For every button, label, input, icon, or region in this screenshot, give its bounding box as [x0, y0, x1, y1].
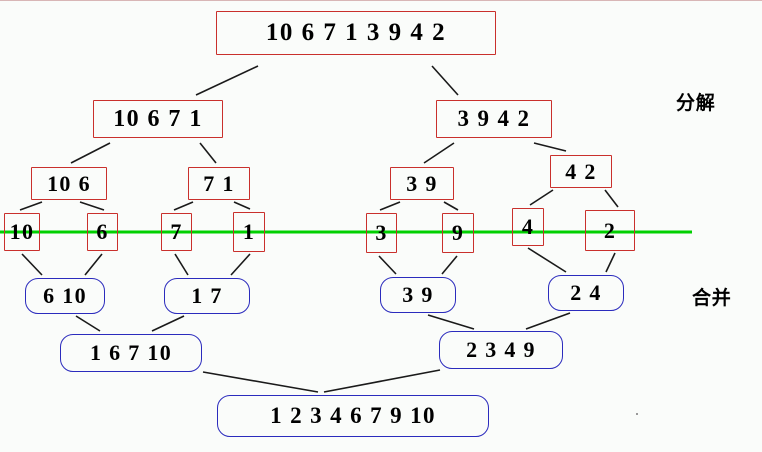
- connector-line: [527, 247, 567, 273]
- merge-node-m3-text: 3 9: [402, 282, 434, 307]
- merge-node-m1: 6 10: [25, 278, 105, 314]
- connector-line: [233, 201, 251, 210]
- phase-label-merge: 合并: [692, 287, 732, 309]
- connector-line: [423, 142, 455, 164]
- split-node-s14-text: 2: [603, 217, 617, 243]
- connector-line: [84, 253, 103, 276]
- stray-dot-artifact: [636, 413, 638, 415]
- connector-line: [70, 142, 111, 164]
- connector-line: [174, 253, 189, 276]
- split-node-s4-text: 7 1: [203, 170, 235, 196]
- split-node-s2: 3 9 4 2: [436, 100, 552, 138]
- connector-line: [529, 189, 554, 206]
- split-node-s10: 1: [233, 212, 265, 252]
- connector-line: [79, 201, 105, 211]
- connector-line: [378, 255, 397, 275]
- merge-node-m4: 2 4: [548, 275, 624, 311]
- merge-node-m6-text: 2 3 4 9: [466, 337, 536, 362]
- connector-line: [323, 369, 441, 393]
- merge-node-m2-text: 1 7: [191, 283, 223, 308]
- split-node-s8-text: 6: [96, 219, 109, 244]
- merge-node-m7-text: 1 2 3 4 6 7 9 10: [270, 403, 436, 428]
- connector-line: [173, 201, 194, 211]
- connector-line: [379, 201, 401, 211]
- split-node-s8: 6: [87, 213, 118, 251]
- split-node-s14: 2: [585, 210, 635, 251]
- merge-node-m7: 1 2 3 4 6 7 9 10: [217, 395, 489, 437]
- connector-line: [605, 252, 616, 273]
- merge-node-m5: 1 6 7 10: [60, 334, 202, 372]
- split-node-s9-text: 7: [170, 219, 183, 244]
- split-node-s0-text: 10 6 7 1 3 9 4 2: [265, 19, 447, 46]
- connector-line: [75, 315, 101, 332]
- split-node-s7-text: 10: [9, 219, 35, 244]
- connector-line: [21, 253, 43, 276]
- connector-line: [431, 65, 459, 96]
- merge-node-m1-text: 6 10: [43, 283, 87, 308]
- split-node-s10-text: 1: [242, 219, 256, 244]
- split-node-s5: 3 9: [390, 167, 454, 200]
- split-node-s3-text: 10 6: [47, 170, 91, 196]
- split-node-s7: 10: [4, 213, 40, 251]
- connector-line: [443, 201, 459, 211]
- split-node-s12-text: 9: [451, 220, 465, 245]
- connector-line: [533, 142, 567, 152]
- merge-node-m3: 3 9: [380, 277, 456, 313]
- connector-line: [151, 315, 185, 332]
- split-node-s11-text: 3: [375, 220, 388, 245]
- top-border-artifact: [0, 0, 762, 1]
- merge-node-m6: 2 3 4 9: [439, 331, 563, 369]
- split-node-s6-text: 4 2: [565, 158, 597, 184]
- split-node-s12: 9: [442, 213, 474, 253]
- split-node-s11: 3: [366, 213, 397, 253]
- connector-line: [202, 371, 319, 393]
- split-node-s1-text: 10 6 7 1: [113, 105, 203, 132]
- split-node-s3: 10 6: [31, 167, 107, 200]
- split-node-s13: 4: [512, 208, 544, 246]
- connector-line: [199, 142, 217, 164]
- phase-label-decompose: 分解: [676, 92, 716, 114]
- split-node-s1: 10 6 7 1: [93, 100, 223, 138]
- split-node-s6: 4 2: [550, 155, 612, 188]
- split-node-s5-text: 3 9: [406, 170, 438, 196]
- split-node-s13-text: 4: [521, 214, 535, 239]
- merge-node-m2: 1 7: [164, 278, 250, 314]
- split-node-s9: 7: [161, 213, 192, 251]
- connector-line: [525, 312, 571, 330]
- connector-line: [230, 253, 251, 276]
- split-node-s0: 10 6 7 1 3 9 4 2: [216, 11, 496, 55]
- connector-line: [427, 314, 475, 330]
- connector-line: [441, 255, 458, 275]
- merge-node-m4-text: 2 4: [570, 280, 602, 305]
- split-node-s2-text: 3 9 4 2: [457, 106, 531, 131]
- split-node-s4: 7 1: [188, 167, 250, 200]
- connector-line: [604, 189, 619, 208]
- connector-line: [19, 201, 43, 211]
- connector-line: [195, 65, 259, 96]
- merge-node-m5-text: 1 6 7 10: [89, 340, 173, 365]
